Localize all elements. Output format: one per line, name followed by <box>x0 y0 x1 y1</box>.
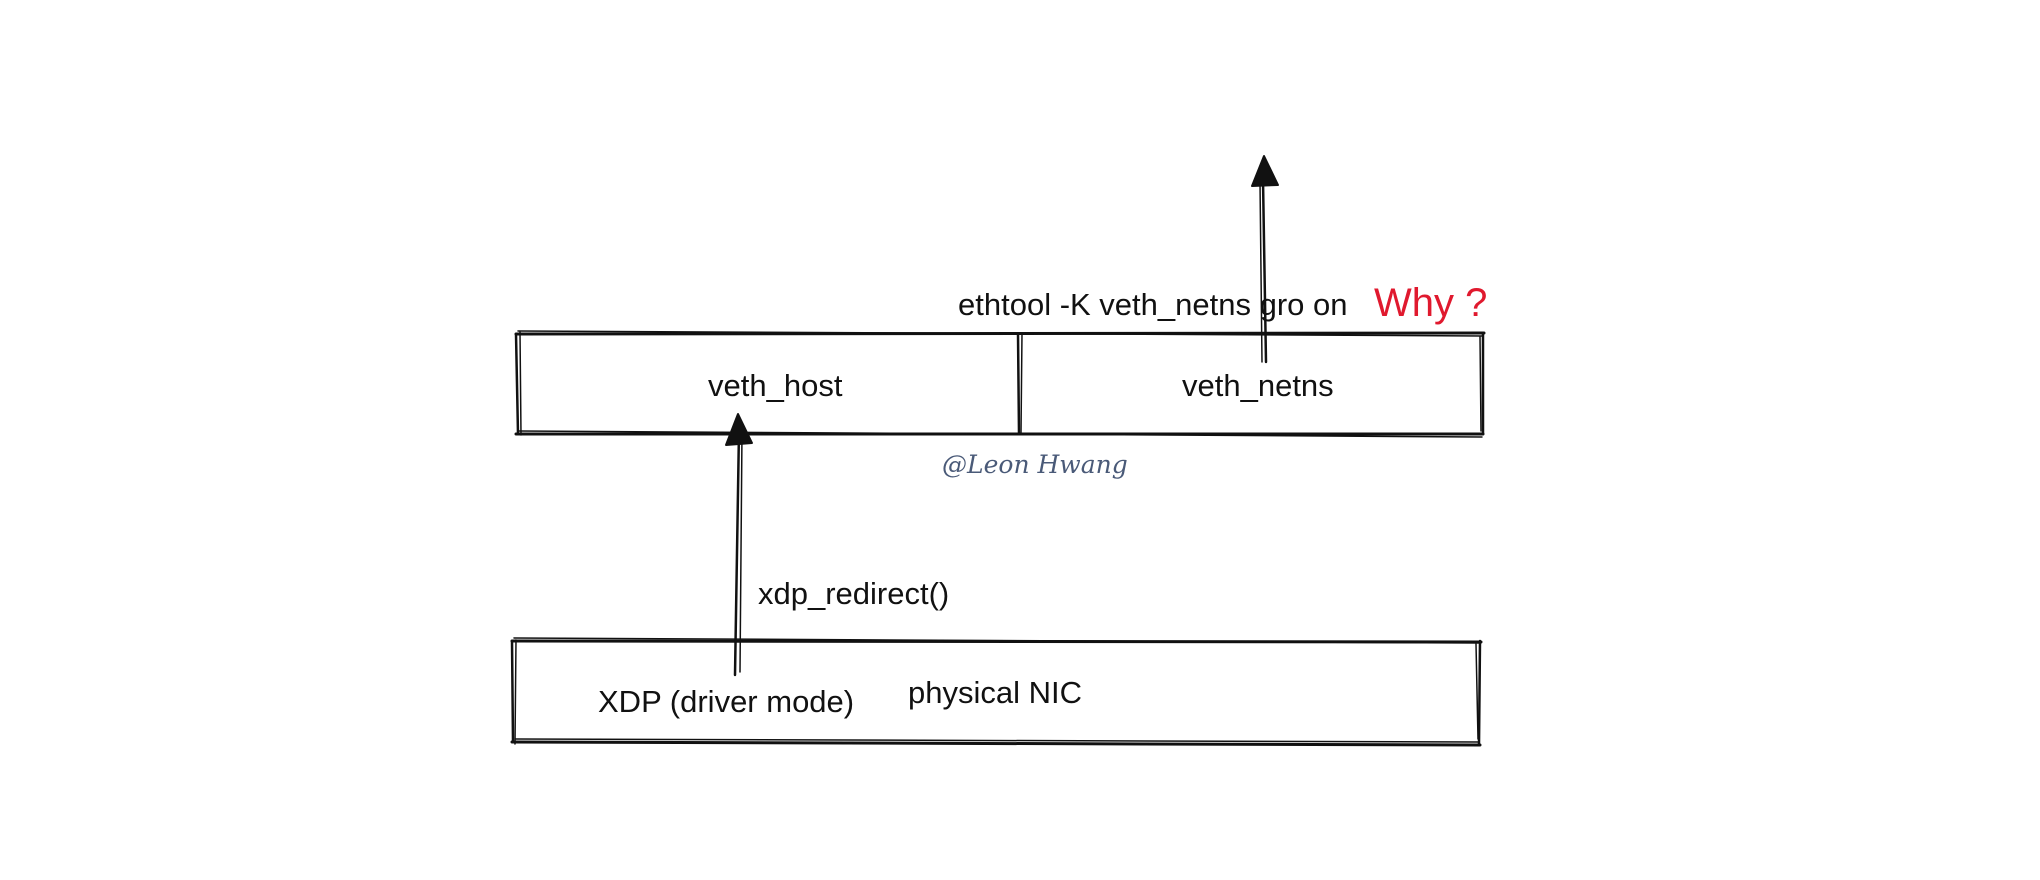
netns-up-arrow <box>1251 155 1279 364</box>
xdp-driver-mode-label: XDP (driver mode) <box>598 684 855 719</box>
physical-nic-label: physical NIC <box>908 675 1082 710</box>
veth-host-label: veth_host <box>708 368 843 403</box>
physical-nic-box <box>510 637 1483 747</box>
why-question-label: Why ? <box>1374 281 1488 325</box>
veth-netns-label: veth_netns <box>1182 368 1334 403</box>
xdp-redirect-arrow <box>725 413 753 677</box>
xdp-redirect-label: xdp_redirect() <box>758 576 950 611</box>
ethtool-command-label: ethtool -K veth_netns gro on <box>958 287 1348 322</box>
author-watermark: @Leon Hwang <box>942 450 1128 479</box>
veth-divider <box>1016 332 1023 436</box>
veth-pair-box <box>514 330 1486 438</box>
